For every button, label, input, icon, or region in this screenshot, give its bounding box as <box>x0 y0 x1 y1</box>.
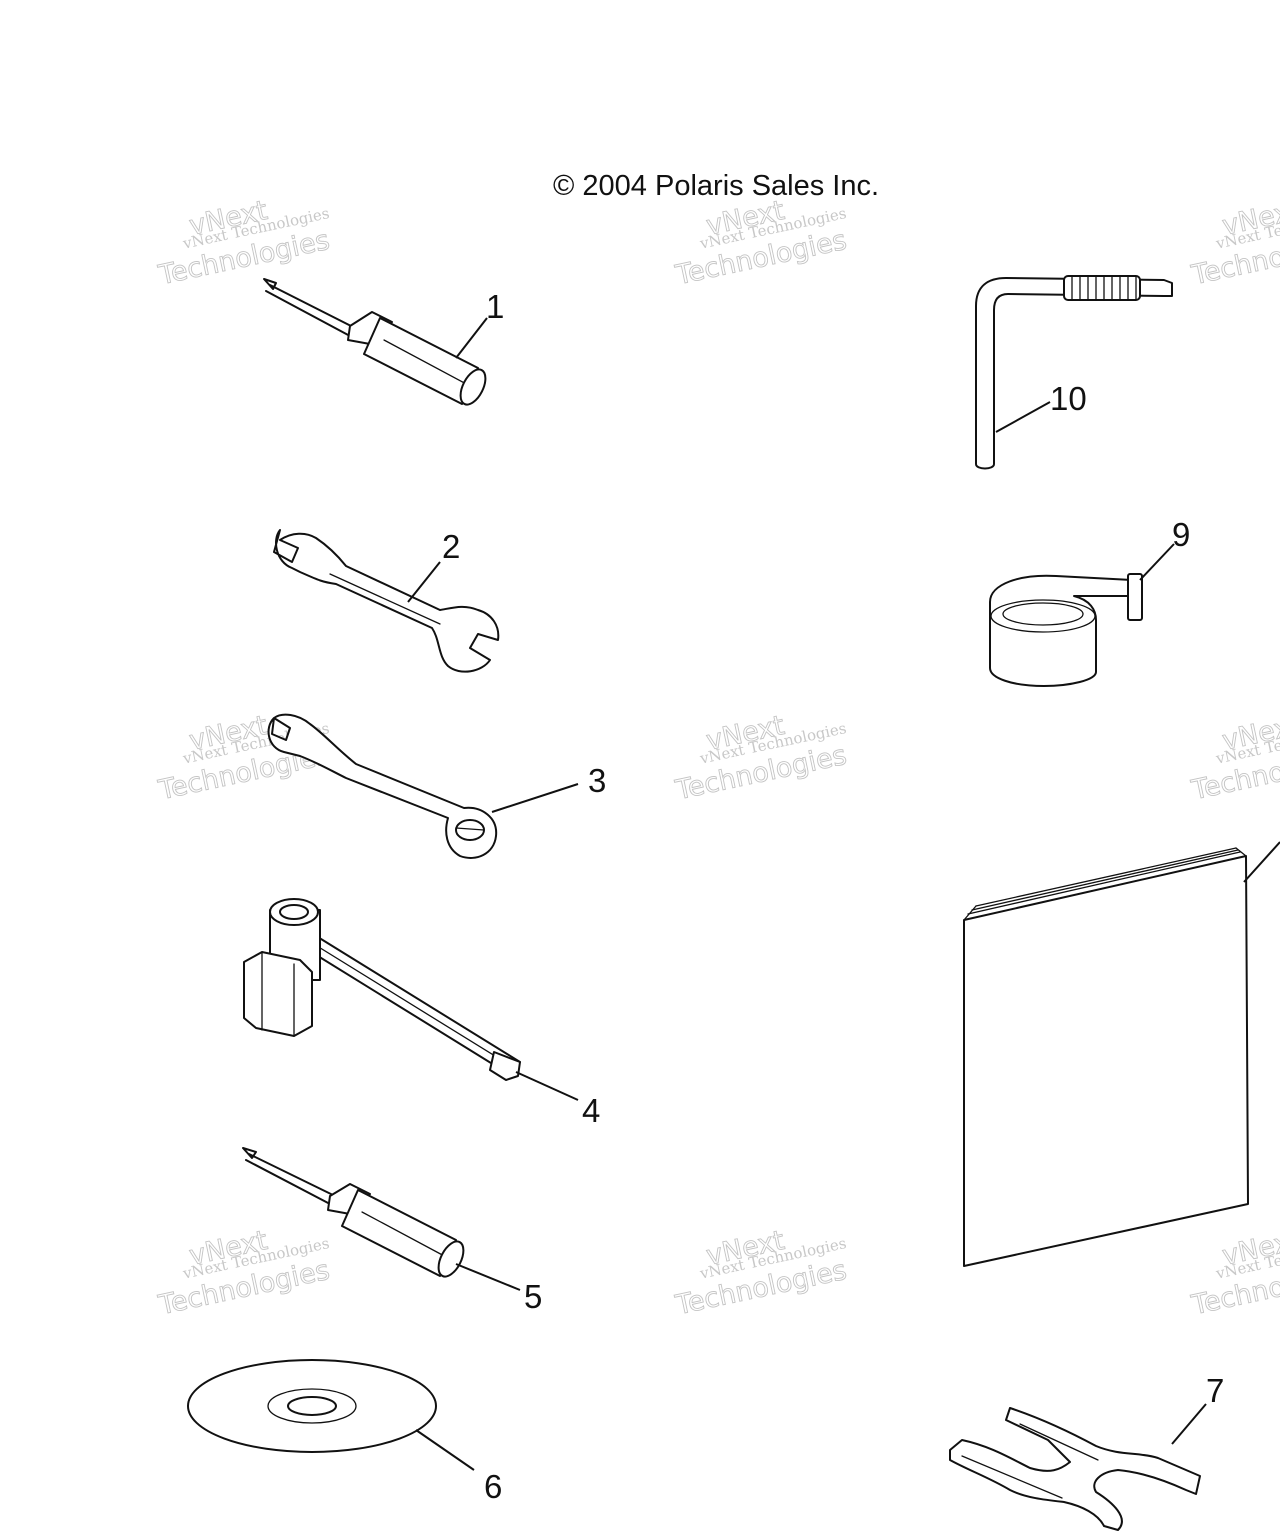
watermark: vNext vNext Technologies Technologies <box>1188 710 1280 807</box>
leader-7 <box>1171 1403 1207 1445</box>
leader-3 <box>491 783 579 813</box>
leader-1 <box>455 317 488 359</box>
callout-2: 2 <box>442 528 460 565</box>
watermark: vNext vNext Technologies Technologies <box>1188 195 1280 292</box>
leader-9 <box>1139 543 1175 581</box>
leader-6 <box>415 1429 475 1471</box>
watermark: vNext vNext Technologies Technologies <box>672 195 850 292</box>
part-1-screwdriver-icon[interactable] <box>263 278 491 408</box>
part-5-screwdriver-icon[interactable] <box>242 1147 469 1280</box>
callout-7: 7 <box>1206 1372 1224 1409</box>
watermark: vNext vNext Technologies Technologies <box>672 1225 850 1322</box>
watermark: vNext vNext Technologies Technologies <box>672 710 850 807</box>
part-9-strap-icon[interactable] <box>989 573 1143 687</box>
part-2-open-end-wrench-icon[interactable] <box>273 529 500 673</box>
copyright-text: © 2004 Polaris Sales Inc. <box>553 170 879 202</box>
leader-4 <box>515 1071 579 1101</box>
part-10-l-shaped-hex-key-icon[interactable] <box>975 275 1173 470</box>
watermark: vNext vNext Technologies Technologies <box>1188 1225 1280 1322</box>
callout-6: 6 <box>484 1468 502 1505</box>
part-8-owners-manual-icon[interactable] <box>963 847 1249 1267</box>
watermark: vNext vNext Technologies Technologies <box>155 195 333 292</box>
callout-3: 3 <box>588 762 606 799</box>
leader-10 <box>995 401 1051 433</box>
part-4-spark-plug-socket-wrench-icon[interactable] <box>243 898 521 1081</box>
part-7-spanner-tool-icon[interactable] <box>949 1407 1201 1531</box>
part-3-combination-wrench-icon[interactable] <box>267 713 498 859</box>
callout-9: 9 <box>1172 516 1190 553</box>
leader-2 <box>407 561 441 603</box>
leader-5 <box>455 1263 521 1291</box>
callout-4: 4 <box>582 1092 600 1129</box>
callout-5: 5 <box>524 1278 542 1315</box>
part-6-compact-disc-icon[interactable] <box>187 1359 437 1453</box>
leader-8 <box>1243 841 1280 883</box>
callout-1: 1 <box>486 288 504 325</box>
callout-10: 10 <box>1050 380 1087 417</box>
watermark: vNext vNext Technologies Technologies <box>155 1225 333 1322</box>
